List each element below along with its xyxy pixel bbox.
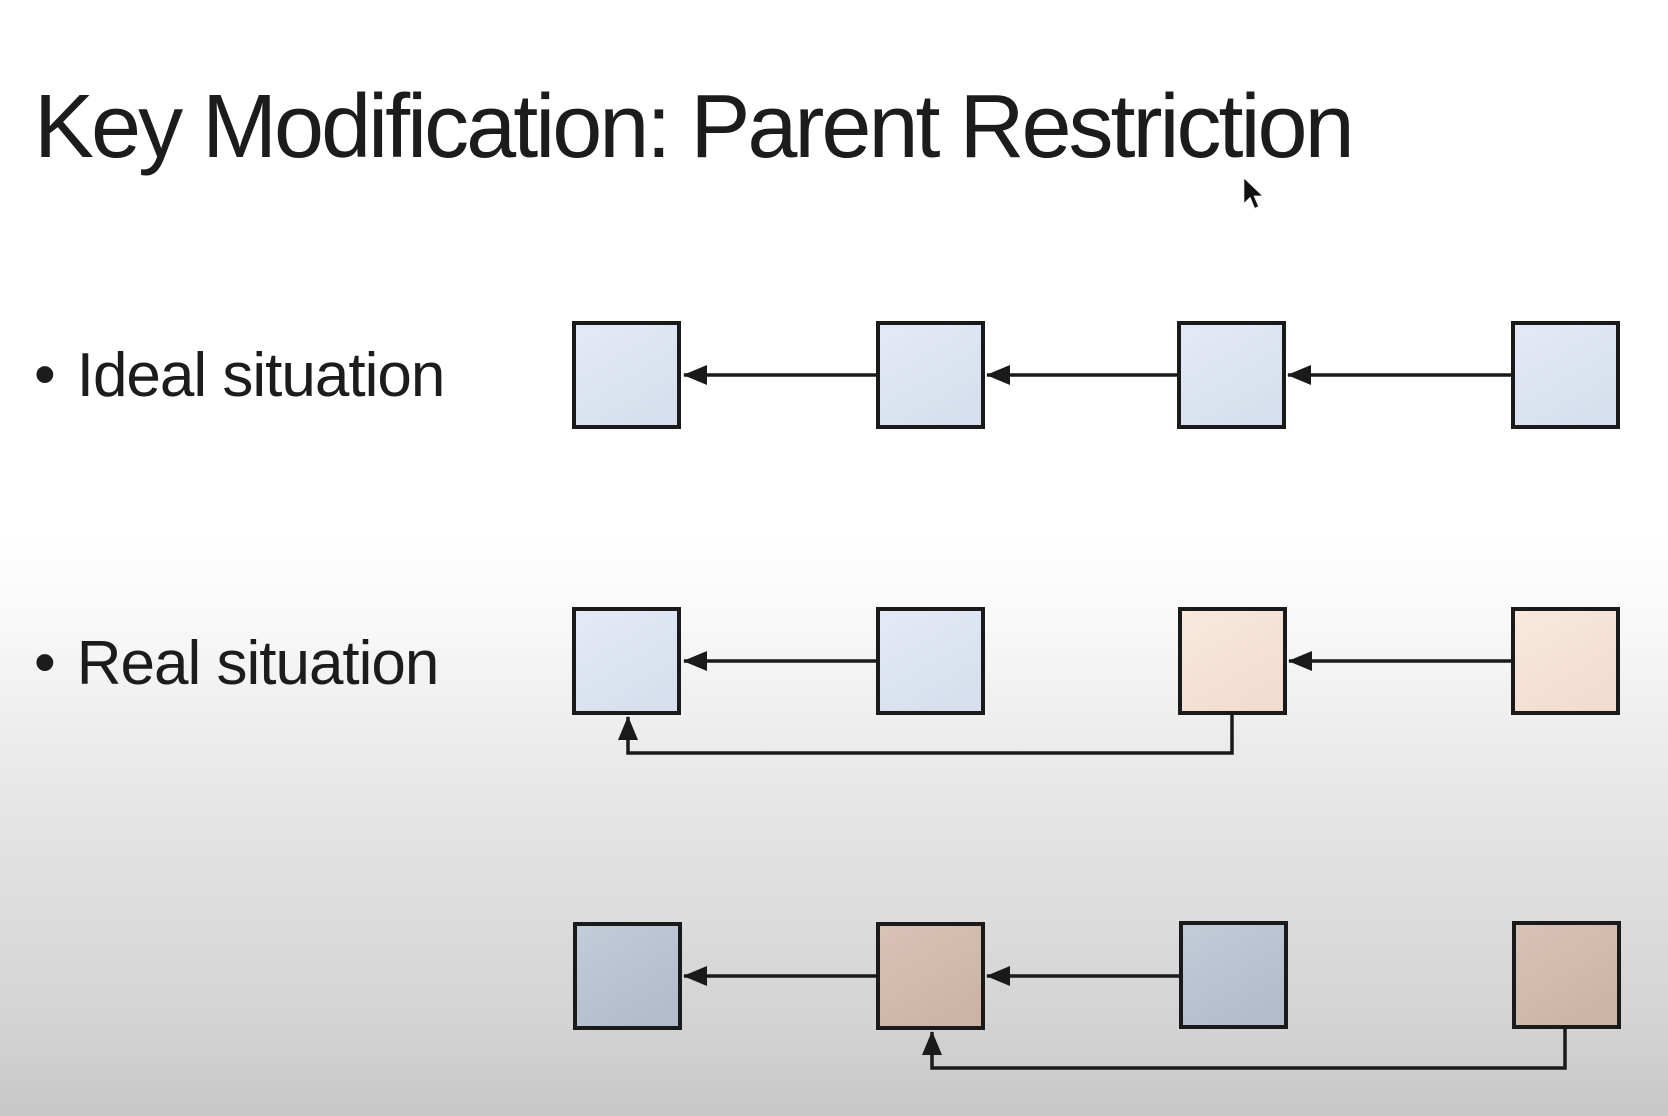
bullet-label: Real situation	[76, 628, 440, 698]
node-ideal-node-2	[876, 321, 985, 429]
node-bottom-node-1	[573, 922, 682, 1030]
node-bottom-node-4	[1512, 921, 1621, 1029]
node-bottom-node-2	[876, 922, 985, 1030]
bullet-ideal-situation: • Ideal situation	[34, 340, 446, 410]
node-real-node-2	[876, 607, 985, 715]
bullet-real-situation: • Real situation	[34, 628, 440, 698]
node-bottom-node-3	[1179, 921, 1288, 1029]
node-ideal-node-1	[572, 321, 681, 429]
node-ideal-node-4	[1511, 321, 1620, 429]
node-real-node-4	[1511, 607, 1620, 715]
bullet-icon: •	[34, 628, 56, 697]
node-ideal-node-3	[1177, 321, 1286, 429]
node-real-node-3	[1178, 607, 1287, 715]
bullet-icon: •	[34, 340, 56, 409]
bullet-label: Ideal situation	[76, 340, 446, 410]
arrow-bottom-4-skip-2	[922, 1028, 1567, 1070]
arrow-real-3-skip-1	[618, 713, 1234, 755]
mouse-cursor	[1242, 176, 1266, 210]
node-real-node-1	[572, 607, 681, 715]
slide-title: Key Modification: Parent Restriction	[34, 77, 1355, 178]
